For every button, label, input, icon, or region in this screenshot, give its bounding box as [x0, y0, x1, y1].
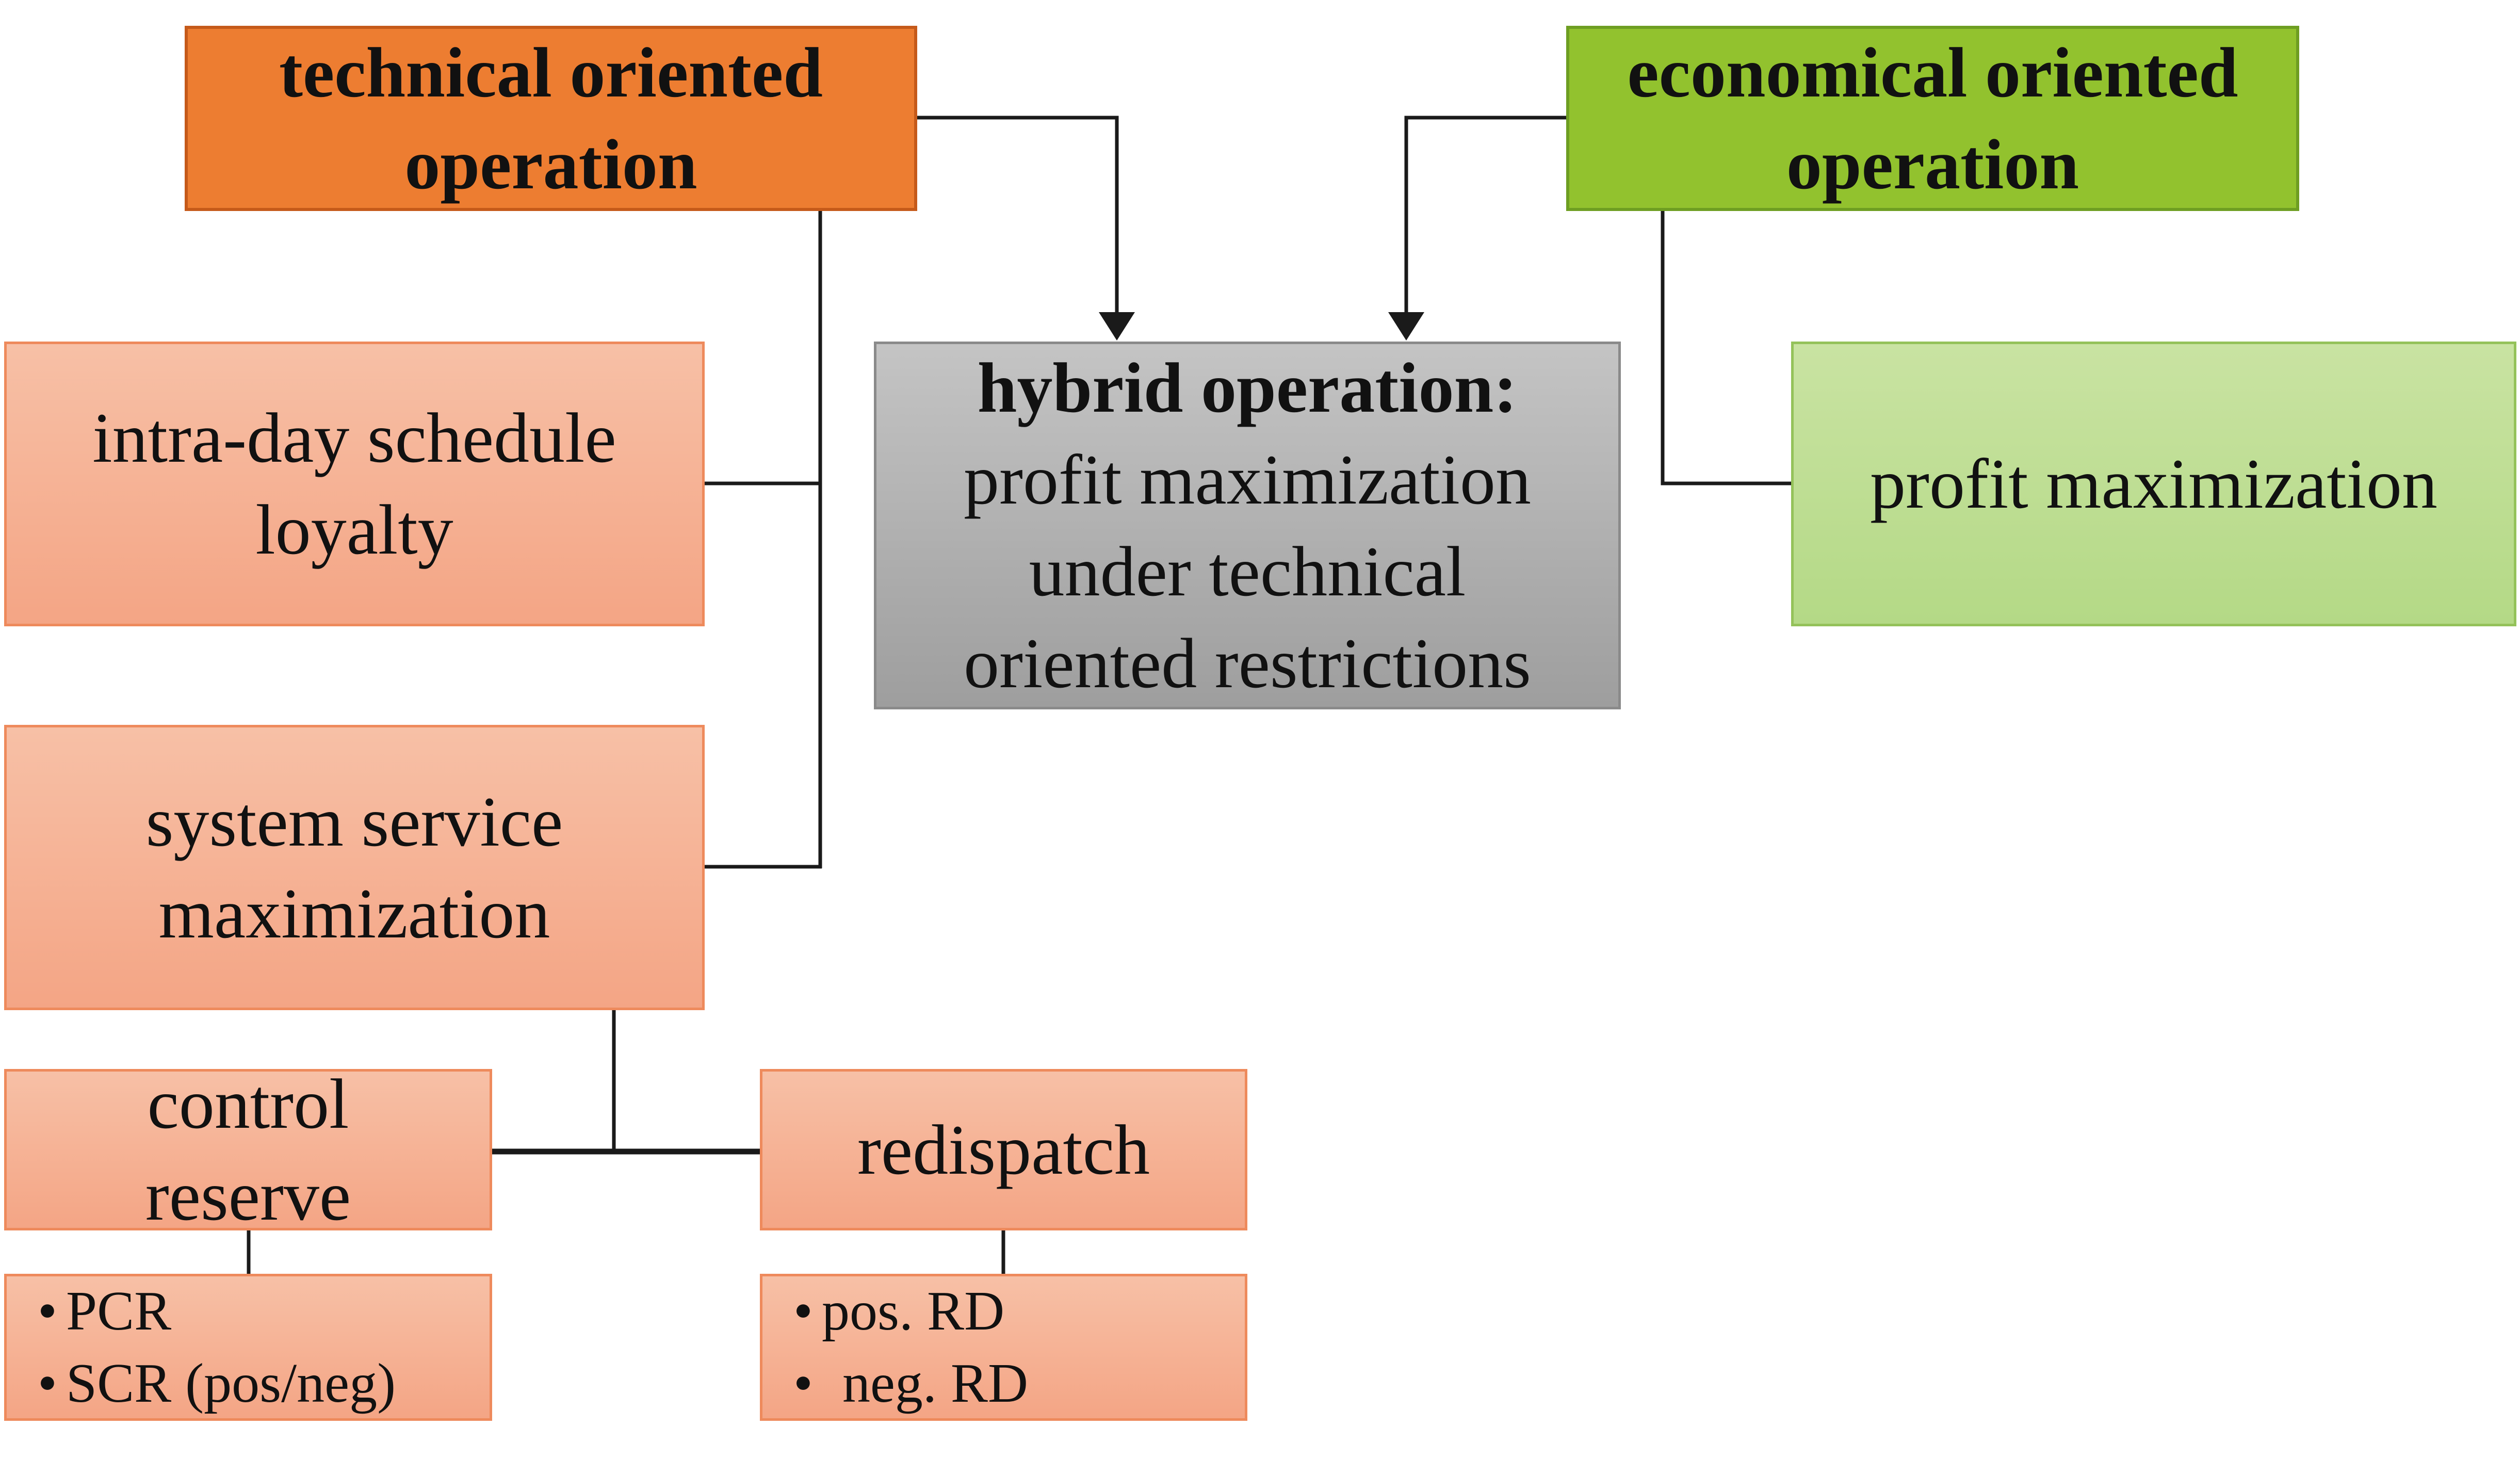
system-box-line2: maximization	[158, 873, 550, 953]
hybrid-box-line3: under technical	[1029, 531, 1466, 611]
hybrid-operation-box: hybrid operation: profit maximization un…	[874, 342, 1621, 709]
economical-box-line2: operation	[1786, 124, 2079, 204]
system-box-line1: system service	[145, 782, 563, 861]
intraday-schedule-loyalty-box: intra-day schedule loyalty	[4, 342, 705, 626]
list-item-text: SCR (pos/neg)	[66, 1352, 396, 1414]
technical-box-line1: technical oriented	[279, 33, 823, 112]
connector-economical-to-hybrid	[1404, 116, 1566, 312]
control-box-line1: control	[147, 1064, 349, 1143]
intraday-box-line1: intra-day schedule	[92, 398, 616, 477]
technical-oriented-operation-box: technical oriented operation	[185, 26, 917, 211]
hybrid-box-title: hybrid operation:	[977, 348, 1518, 427]
bullet-icon: •	[38, 1352, 57, 1414]
economical-box-line1: economical oriented	[1627, 33, 2238, 112]
list-item: •SCR (pos/neg)	[38, 1348, 396, 1420]
bullet-icon: •	[793, 1280, 813, 1342]
list-item: •PCR	[38, 1275, 171, 1348]
profit-maximization-box: profit maximization	[1791, 342, 2516, 626]
intraday-box-line2: loyalty	[255, 490, 453, 569]
bullet-icon: •	[793, 1352, 813, 1414]
list-item-text: PCR	[66, 1280, 172, 1342]
system-service-maximization-box: system service maximization	[4, 725, 705, 1010]
hybrid-box-line4: oriented restrictions	[964, 623, 1531, 703]
redispatch-list-box: •pos. RD • neg. RD	[760, 1274, 1247, 1421]
economical-oriented-operation-box: economical oriented operation	[1566, 26, 2299, 211]
hybrid-box-line2: profit maximization	[964, 440, 1531, 519]
redispatch-box: redispatch	[760, 1069, 1247, 1230]
list-item-text: pos. RD	[822, 1280, 1005, 1342]
technical-box-line2: operation	[404, 124, 697, 204]
connector-technical-to-hybrid	[917, 116, 1119, 312]
arrowhead-technical-to-hybrid	[1099, 312, 1135, 341]
list-item-text: neg. RD	[842, 1352, 1028, 1414]
control-reserve-box: control reserve	[4, 1064, 492, 1235]
bullet-icon: •	[38, 1280, 57, 1342]
profit-box-label: profit maximization	[1870, 444, 2437, 523]
list-item: •pos. RD	[793, 1275, 1004, 1348]
connector-economical-to-profit	[1661, 211, 1791, 485]
control-box-line2: reserve	[145, 1156, 351, 1235]
list-item: • neg. RD	[793, 1348, 1028, 1420]
redispatch-box-label: redispatch	[857, 1110, 1150, 1189]
control-reserve-list-box: •PCR •SCR (pos/neg)	[4, 1274, 492, 1421]
arrowhead-economical-to-hybrid	[1388, 312, 1424, 341]
